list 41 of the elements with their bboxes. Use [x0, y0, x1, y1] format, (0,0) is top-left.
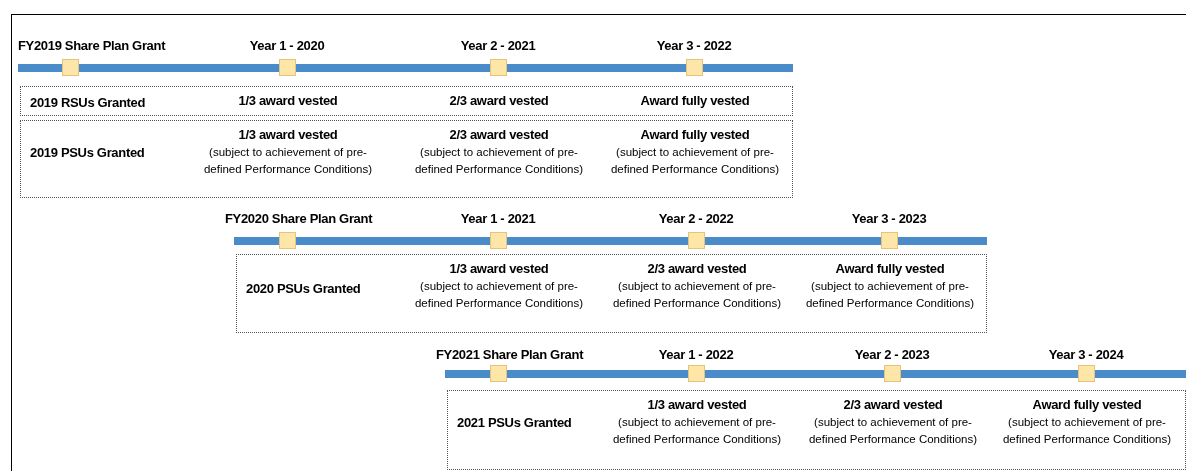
- grant-label: 2020 PSUs Granted: [246, 280, 361, 298]
- grant-label: 2019 RSUs Granted: [30, 94, 146, 112]
- vesting-condition: (subject to achievement of pre-defined Performance Conditions): [804, 279, 976, 311]
- vesting-condition: (subject to achievement of pre-defined Performance Conditions): [609, 145, 781, 177]
- grant-heading: FY2021 Share Plan Grant: [436, 346, 584, 364]
- vesting-label: 1/3 award vested: [238, 92, 338, 110]
- vesting-condition: (subject to achievement of pre-defined Performance Conditions): [807, 415, 979, 447]
- vesting-label: 1/3 award vested: [238, 126, 338, 144]
- vesting-condition: (subject to achievement of pre-defined Performance Conditions): [611, 279, 783, 311]
- vesting-label: 1/3 award vested: [647, 396, 747, 414]
- vesting-condition: (subject to achievement of pre-defined Performance Conditions): [1001, 415, 1173, 447]
- vesting-condition: (subject to achievement of pre-defined Performance Conditions): [413, 279, 585, 311]
- year-label: Year 1 - 2020: [248, 37, 326, 55]
- vesting-condition: (subject to achievement of pre-defined Performance Conditions): [413, 145, 585, 177]
- grant-heading: FY2020 Share Plan Grant: [225, 210, 373, 228]
- grant-box: [236, 254, 987, 333]
- vesting-label: 2/3 award vested: [647, 260, 747, 278]
- year-label: Year 3 - 2024: [1047, 346, 1125, 364]
- vesting-label: 2/3 award vested: [843, 396, 943, 414]
- vesting-label: Award fully vested: [1032, 396, 1142, 414]
- year-label: Year 3 - 2022: [655, 37, 733, 55]
- vesting-label: 1/3 award vested: [449, 260, 549, 278]
- year-label: Year 2 - 2022: [657, 210, 735, 228]
- vesting-label: Award fully vested: [640, 92, 750, 110]
- vesting-condition: (subject to achievement of pre-defined Performance Conditions): [611, 415, 783, 447]
- year-label: Year 2 - 2023: [853, 346, 931, 364]
- vesting-condition: (subject to achievement of pre-defined Performance Conditions): [202, 145, 374, 177]
- grant-box: [20, 86, 793, 116]
- year-label: Year 2 - 2021: [459, 37, 537, 55]
- grant-heading: FY2019 Share Plan Grant: [18, 37, 166, 55]
- vesting-label: Award fully vested: [640, 126, 750, 144]
- year-label: Year 3 - 2023: [850, 210, 928, 228]
- year-label: Year 1 - 2022: [657, 346, 735, 364]
- grant-label: 2019 PSUs Granted: [30, 144, 145, 162]
- vesting-label: 2/3 award vested: [449, 92, 549, 110]
- grant-box: [20, 120, 793, 198]
- grant-box: [447, 390, 1186, 470]
- vesting-label: 2/3 award vested: [449, 126, 549, 144]
- vesting-label: Award fully vested: [835, 260, 945, 278]
- year-label: Year 1 - 2021: [459, 210, 537, 228]
- grant-label: 2021 PSUs Granted: [457, 414, 572, 432]
